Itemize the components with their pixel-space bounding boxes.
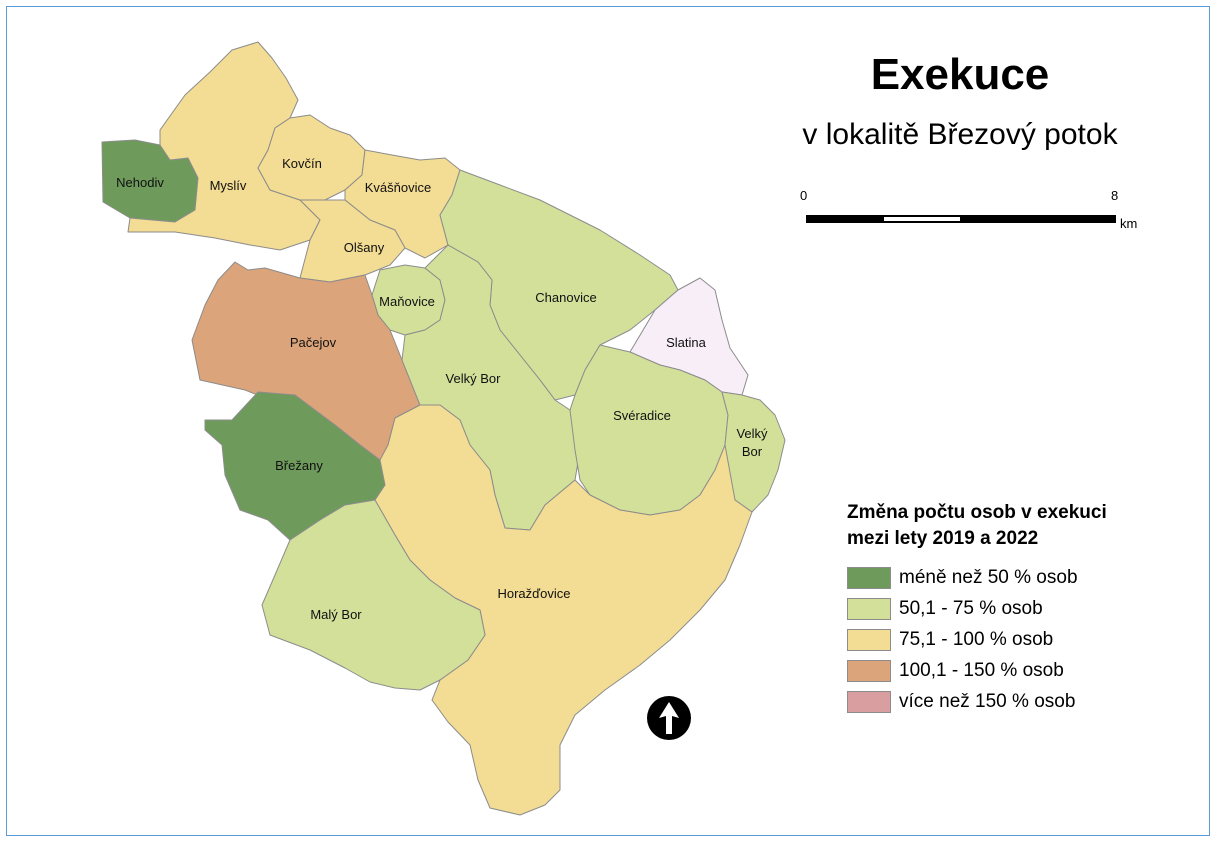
municipality-label: Svéradice (613, 408, 671, 423)
legend-title-line1: Změna počtu osob v exekuci (847, 502, 1107, 523)
municipality-label: Nehodiv (116, 175, 164, 190)
municipality-label: Myslív (210, 178, 247, 193)
scale-unit-label: km (1120, 216, 1138, 231)
municipality-label: Kvášňovice (365, 180, 431, 195)
scale-bar-graphic (806, 215, 1116, 223)
legend-title: Změna počtu osob v exekuci mezi lety 201… (847, 500, 1187, 552)
map-subtitle: v lokalitě Březový potok (802, 118, 1118, 151)
legend-label: 100,1 - 150 % osob (899, 659, 1064, 681)
legend-label: 75,1 - 100 % osob (899, 628, 1054, 650)
municipality-olsany[interactable] (299, 199, 406, 283)
municipality-label: Chanovice (535, 290, 596, 305)
municipality-label: Slatina (666, 335, 707, 350)
municipality-kvasnovice[interactable] (344, 149, 461, 259)
legend-item: 75,1 - 100 % osob (847, 624, 1187, 655)
north-arrow-icon (647, 696, 691, 740)
legend-swatch (847, 690, 891, 713)
scale-segment-outline (806, 215, 1116, 223)
legend-swatch (847, 659, 891, 682)
legend-item: více než 150 % osob (847, 686, 1187, 717)
municipality-label: Horažďovice (497, 586, 570, 601)
legend-item: 100,1 - 150 % osob (847, 655, 1187, 686)
municipality-label: Olšany (344, 240, 385, 255)
scale-end-label: 8 (1111, 188, 1119, 203)
legend-label: 50,1 - 75 % osob (899, 597, 1043, 619)
municipality-label: Maňovice (379, 294, 435, 309)
map-frame (6, 6, 1210, 836)
legend-item: 50,1 - 75 % osob (847, 593, 1187, 624)
municipality-maly-bor[interactable] (261, 499, 486, 691)
legend-item: méně než 50 % osob (847, 562, 1187, 593)
municipality-label: Velký Bor (446, 371, 502, 386)
legend-label: méně než 50 % osob (899, 566, 1078, 588)
municipality-label: Břežany (275, 458, 323, 473)
map-title: Exekuce (870, 50, 1050, 99)
legend-title-line2: mezi lety 2019 a 2022 (847, 528, 1039, 549)
municipality-label: Velký (736, 426, 768, 441)
legend: Změna počtu osob v exekuci mezi lety 201… (847, 500, 1187, 717)
legend-swatch (847, 628, 891, 651)
scale-bar: 0 8 km (796, 188, 1156, 238)
municipality-label: Bor (742, 444, 763, 459)
legend-swatch (847, 597, 891, 620)
municipality-label: Kovčín (282, 156, 322, 171)
municipality-label: Malý Bor (310, 607, 362, 622)
scale-segment-white (884, 217, 960, 221)
legend-label: více než 150 % osob (899, 690, 1076, 712)
municipality-label: Pačejov (290, 335, 337, 350)
legend-swatch (847, 566, 891, 589)
scale-start-label: 0 (800, 188, 808, 203)
